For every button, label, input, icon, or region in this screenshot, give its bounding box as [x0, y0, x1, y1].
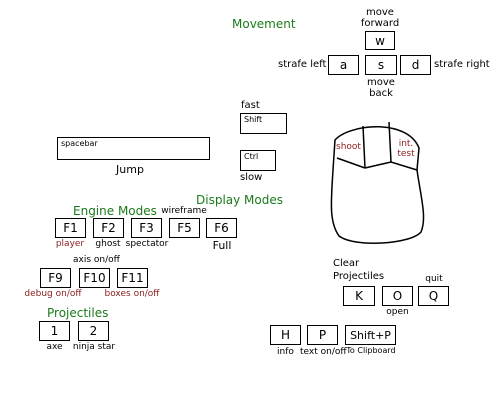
shift-p-key[interactable]: Shift+P — [345, 325, 396, 345]
ninja-star-key[interactable]: 2 — [78, 321, 109, 341]
quit-label: quit — [425, 274, 443, 284]
w-key[interactable]: w — [365, 31, 395, 50]
axe-key[interactable]: 1 — [39, 321, 70, 341]
f6-key[interactable]: F6 — [206, 218, 237, 238]
move-forward-label: move forward — [360, 7, 400, 29]
f3-key[interactable]: F3 — [131, 218, 162, 238]
jump-label: Jump — [116, 163, 144, 176]
full-label: Full — [212, 239, 232, 252]
boxes-label: boxes on/off — [104, 289, 160, 299]
spectator-label: spectator — [125, 239, 169, 249]
engine-modes-heading: Engine Modes — [73, 204, 157, 218]
fast-label: fast — [241, 100, 260, 111]
a-key[interactable]: a — [328, 55, 359, 75]
debug-label: debug on/off — [24, 289, 82, 299]
f10-key[interactable]: F10 — [79, 268, 110, 288]
strafe-left-label: strafe left — [278, 59, 327, 70]
p-key[interactable]: P — [307, 325, 338, 345]
k-key[interactable]: K — [343, 286, 375, 306]
slow-label: slow — [240, 172, 263, 183]
spacebar-key[interactable]: spacebar — [57, 137, 210, 160]
strafe-right-label: strafe right — [434, 59, 490, 70]
text-toggle-label: text on/off — [300, 347, 347, 357]
open-label: open — [386, 307, 409, 317]
f11-key[interactable]: F11 — [117, 268, 148, 288]
axis-label: axis on/off — [73, 255, 120, 265]
s-key[interactable]: s — [365, 55, 397, 75]
f5-key[interactable]: F5 — [169, 218, 200, 238]
h-key[interactable]: H — [270, 325, 301, 345]
o-key[interactable]: O — [382, 286, 413, 306]
move-back-label: move back — [367, 77, 395, 99]
display-modes-heading: Display Modes — [196, 193, 283, 207]
int-test-label: int. test — [397, 139, 415, 159]
shift-key[interactable]: Shift — [240, 113, 287, 134]
mouse-icon — [330, 121, 425, 244]
d-key[interactable]: d — [400, 55, 431, 75]
f2-key[interactable]: F2 — [93, 218, 124, 238]
q-key[interactable]: Q — [418, 286, 449, 306]
player-label: player — [55, 239, 85, 249]
clear-projectiles-label: Clear Projectiles — [333, 258, 385, 282]
ninja-star-label: ninja star — [72, 342, 116, 352]
f9-key[interactable]: F9 — [40, 268, 71, 288]
clipboard-label: To Clipboard — [346, 346, 396, 355]
ctrl-key[interactable]: Ctrl — [240, 150, 276, 171]
projectiles-heading: Projectiles — [47, 306, 109, 320]
axe-label: axe — [46, 342, 63, 352]
f1-key[interactable]: F1 — [55, 218, 86, 238]
info-label: info — [277, 347, 294, 357]
wireframe-label: wireframe — [161, 206, 207, 216]
movement-heading: Movement — [232, 17, 296, 31]
ghost-label: ghost — [95, 239, 121, 249]
shoot-label: shoot — [336, 142, 361, 152]
